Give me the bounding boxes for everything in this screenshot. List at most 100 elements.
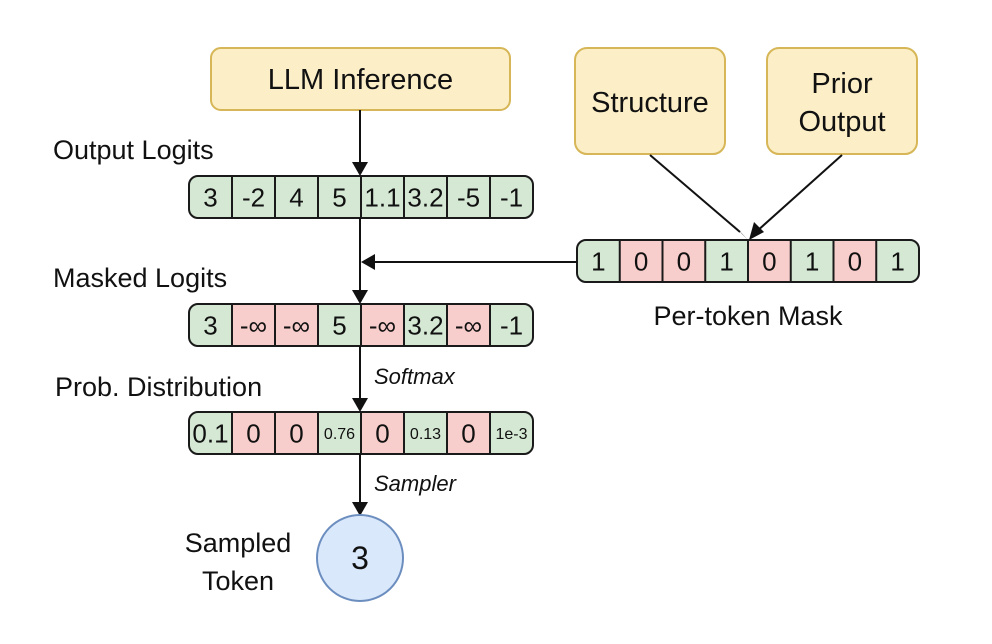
cell-value: 3.2	[407, 182, 443, 212]
output-logits-label: Output Logits	[53, 135, 214, 165]
cell-background	[876, 240, 919, 282]
per-token-mask-cell: 0	[662, 240, 706, 282]
cell-value: -∞	[369, 310, 396, 340]
per-token-mask-cell: 1	[790, 240, 834, 282]
cell-value: 0	[289, 418, 303, 448]
cell-value: -∞	[240, 310, 267, 340]
cell-background	[490, 304, 533, 346]
cell-background	[577, 240, 620, 282]
cell-value: 0	[677, 246, 691, 276]
cell-background	[705, 240, 748, 282]
cell-background	[361, 176, 404, 218]
cell-value: 1e-3	[495, 426, 527, 443]
cell-value: 1	[719, 246, 733, 276]
output-logits-cell: 3	[189, 176, 232, 218]
per-token-mask-label: Per-token Mask	[653, 301, 843, 331]
cell-value: 0	[375, 418, 389, 448]
cell-background	[275, 176, 318, 218]
cell-background	[447, 176, 490, 218]
masked-logits-cell: -∞	[275, 304, 318, 346]
arrowhead-prior-to-mask	[749, 222, 764, 240]
sampled-token-node: 3	[316, 514, 404, 602]
output-logits-cell: 5	[318, 176, 361, 218]
arrowhead-masked-to-prob	[352, 398, 368, 412]
per-token-mask-cell: 0	[619, 240, 663, 282]
prob-distribution-cell: 1e-3	[490, 412, 533, 454]
sampled-token-label-line1: Sampled	[185, 528, 292, 558]
output-logits-cell: -1	[490, 176, 533, 218]
edge-prior-to-mask	[755, 154, 843, 233]
cell-background	[619, 240, 663, 282]
cell-background	[189, 176, 232, 218]
masked-logits-row: 3-∞-∞5-∞3.2-∞-1	[188, 303, 534, 347]
output-logits-cell: 4	[275, 176, 318, 218]
cell-value: 5	[332, 310, 346, 340]
cell-value: 5	[332, 182, 346, 212]
arrowhead-mask-to-main	[361, 254, 375, 270]
cell-background	[232, 304, 275, 346]
masked-logits-cell: -∞	[447, 304, 490, 346]
cell-background	[447, 412, 490, 454]
cell-background	[232, 412, 275, 454]
arrowhead-llm-to-output	[352, 162, 368, 176]
cell-background	[232, 176, 275, 218]
cell-value: 0	[246, 418, 260, 448]
cell-value: 0.1	[192, 418, 228, 448]
prob-distribution-cell: 0	[232, 412, 275, 454]
prob-distribution-cell: 0.1	[189, 412, 232, 454]
cell-value: 0.13	[410, 426, 441, 443]
cell-value: -∞	[283, 310, 310, 340]
sampler-label: Sampler	[374, 471, 458, 496]
cell-value: 0.76	[324, 426, 355, 443]
cell-background	[189, 304, 232, 346]
per-token-mask-cell: 0	[833, 240, 877, 282]
cell-background	[748, 240, 791, 282]
cell-background	[490, 176, 533, 218]
cell-background	[275, 412, 318, 454]
prob-distribution-cell: 0.76	[318, 412, 361, 454]
cell-value: -5	[457, 182, 480, 212]
cell-background	[275, 304, 318, 346]
cell-background	[189, 412, 232, 454]
cell-background	[790, 240, 834, 282]
structure-label: Structure	[591, 87, 709, 119]
prob-distribution-cell: 0	[275, 412, 318, 454]
masked-logits-cell: -∞	[361, 304, 404, 346]
sampled-token-label-line2: Token	[202, 566, 274, 596]
cell-background	[833, 240, 877, 282]
cell-background	[404, 412, 447, 454]
cell-background	[404, 304, 447, 346]
prior-output-label-line2: Output	[798, 106, 885, 138]
output-logits-cell: 1.1	[361, 176, 404, 218]
cell-value: 1	[890, 246, 904, 276]
cell-value: 4	[289, 182, 303, 212]
output-logits-cell: 3.2	[404, 176, 447, 218]
cell-value: 1	[805, 246, 819, 276]
masked-logits-cell: -∞	[232, 304, 275, 346]
cell-background	[447, 304, 490, 346]
cell-value: -1	[500, 310, 523, 340]
cell-background	[318, 176, 361, 218]
cell-value: 1.1	[364, 182, 400, 212]
output-logits-cell: -2	[232, 176, 275, 218]
cell-value: -1	[500, 182, 523, 212]
prior-output-label-line1: Prior	[811, 68, 873, 100]
cell-value: 3	[203, 310, 217, 340]
cell-background	[318, 304, 361, 346]
structure-node: Structure	[574, 47, 726, 155]
prob-distribution-cell: 0	[361, 412, 404, 454]
cell-value: 3.2	[407, 310, 443, 340]
cell-value: 0	[634, 246, 648, 276]
prob-distribution-label: Prob. Distribution	[55, 372, 262, 402]
cell-value: 0	[762, 246, 776, 276]
softmax-label: Softmax	[374, 364, 456, 389]
edge-structure-to-mask	[649, 154, 741, 233]
cell-value: 3	[203, 182, 217, 212]
prior-output-node: Prior Output	[766, 47, 918, 155]
arrowhead-output-to-masked	[352, 290, 368, 304]
cell-value: 1	[591, 246, 605, 276]
masked-logits-cell: -1	[490, 304, 533, 346]
sampled-token-value: 3	[351, 540, 369, 576]
